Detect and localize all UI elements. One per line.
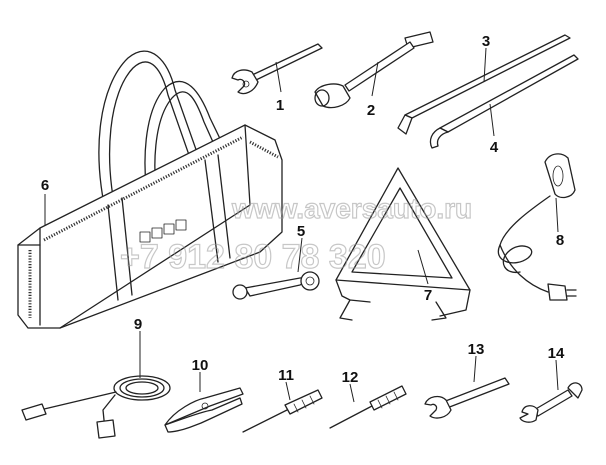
screwdriver-phillips bbox=[329, 385, 407, 429]
watermark-phone: +7 912 80 78 320 bbox=[120, 238, 386, 276]
callout-2: 2 bbox=[367, 102, 375, 119]
inspection-lamp bbox=[497, 153, 577, 301]
tire-inflator-hose bbox=[21, 375, 171, 439]
box-end-wrench bbox=[232, 271, 320, 300]
watermark: www.aversauto.ru +7 912 80 78 320 bbox=[119, 192, 472, 276]
adjustable-wrench-large bbox=[424, 377, 510, 419]
pry-bar-curved bbox=[429, 54, 579, 149]
callout-3: 3 bbox=[482, 33, 490, 50]
callout-6: 6 bbox=[41, 177, 49, 194]
adjustable-wrench-small bbox=[231, 43, 323, 95]
callout-11: 11 bbox=[278, 367, 294, 384]
watermark-url: www.aversauto.ru bbox=[231, 193, 472, 224]
open-end-wrench bbox=[519, 382, 583, 423]
callout-10: 10 bbox=[192, 357, 209, 374]
warning-triangle bbox=[335, 167, 471, 321]
callout-4: 4 bbox=[490, 139, 499, 156]
wheel-brace bbox=[314, 31, 434, 109]
callout-8: 8 bbox=[556, 232, 564, 249]
callout-7: 7 bbox=[424, 287, 432, 304]
callout-9: 9 bbox=[134, 316, 142, 333]
pry-bar-long bbox=[397, 34, 571, 135]
callout-13: 13 bbox=[468, 341, 485, 358]
callout-12: 12 bbox=[342, 369, 359, 386]
callout-14: 14 bbox=[548, 345, 565, 362]
callout-5: 5 bbox=[297, 223, 305, 240]
callout-1: 1 bbox=[276, 97, 284, 114]
tool-bag bbox=[17, 50, 283, 329]
screwdriver-flat bbox=[242, 389, 323, 433]
pliers bbox=[164, 387, 244, 433]
leader-lines bbox=[44, 47, 559, 403]
